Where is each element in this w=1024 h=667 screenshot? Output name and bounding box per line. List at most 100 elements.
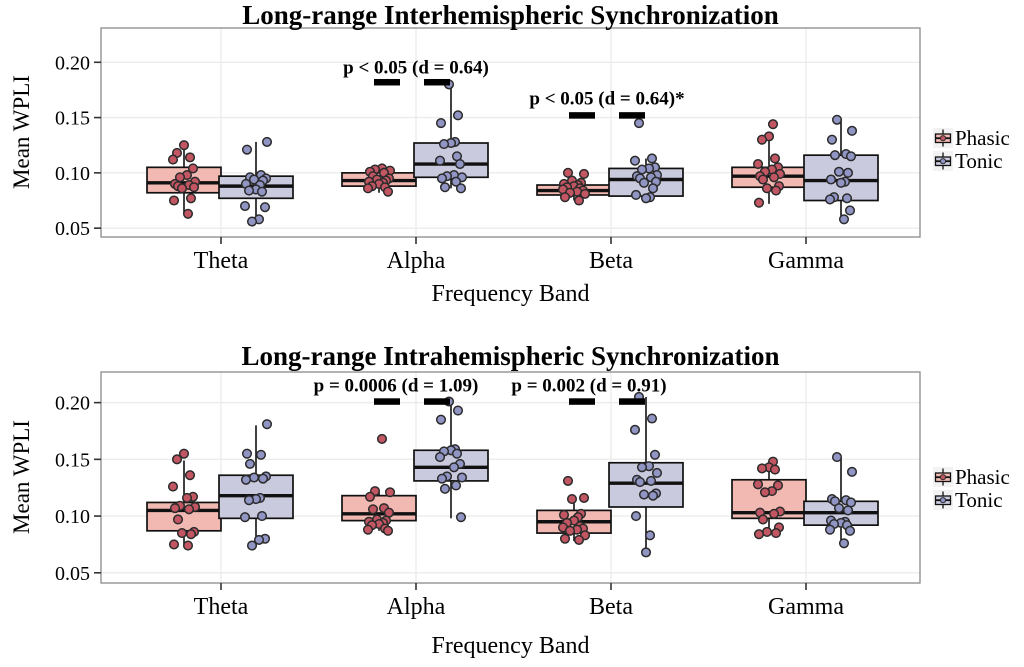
x-tick-label: Gamma bbox=[768, 248, 844, 274]
data-point-tonic bbox=[452, 110, 464, 121]
x-tick-label: Theta bbox=[194, 248, 249, 274]
significance-label: p = 0.002 (d = 0.91) bbox=[511, 375, 666, 396]
data-point-tonic bbox=[454, 158, 466, 170]
data-point-tonic bbox=[239, 200, 251, 212]
x-tick-label: Gamma bbox=[768, 594, 844, 620]
panel-border bbox=[100, 27, 921, 238]
data-point-tonic bbox=[451, 448, 463, 459]
data-point-tonic bbox=[833, 503, 845, 514]
data-point-tonic bbox=[253, 534, 265, 545]
data-point-phasic bbox=[559, 533, 571, 544]
data-point-phasic bbox=[753, 197, 765, 208]
panel-title-intrahemispheric: Long-range Intrahemispheric Synchronizat… bbox=[241, 341, 780, 371]
data-point-tonic bbox=[259, 202, 271, 213]
data-point-phasic bbox=[564, 525, 576, 536]
data-point-tonic bbox=[256, 186, 268, 197]
legend-point bbox=[939, 496, 947, 503]
data-point-phasic bbox=[176, 183, 188, 194]
legend-label: Phasic bbox=[955, 464, 1010, 489]
x-tick-label: Beta bbox=[589, 594, 633, 620]
data-point-phasic bbox=[578, 168, 590, 180]
data-point-phasic bbox=[185, 193, 197, 204]
data-point-tonic bbox=[240, 474, 252, 485]
x-tick-label: Alpha bbox=[387, 594, 446, 620]
data-point-phasic bbox=[171, 454, 183, 465]
legend-point bbox=[939, 473, 947, 480]
y-tick-label: 0.05 bbox=[55, 563, 90, 585]
y-tick-label: 0.20 bbox=[55, 393, 90, 415]
data-point-tonic bbox=[638, 177, 650, 188]
data-point-phasic bbox=[757, 514, 769, 525]
y-tick-label: 0.20 bbox=[55, 52, 90, 74]
data-point-tonic bbox=[647, 183, 659, 194]
data-point-tonic bbox=[243, 185, 255, 196]
data-point-phasic bbox=[757, 174, 769, 185]
significance-label: p < 0.05 (d = 0.64) bbox=[343, 58, 489, 79]
data-point-tonic bbox=[261, 136, 273, 147]
data-point-phasic bbox=[772, 480, 784, 491]
data-point-tonic bbox=[244, 458, 256, 469]
legend-point bbox=[939, 157, 947, 164]
legend-item-tonic: Tonic bbox=[933, 149, 1010, 172]
significance-bar bbox=[424, 398, 450, 405]
data-point-tonic bbox=[243, 495, 255, 506]
data-point-phasic bbox=[172, 514, 184, 525]
data-point-phasic bbox=[756, 463, 768, 474]
data-point-tonic bbox=[846, 466, 858, 477]
data-point-tonic bbox=[845, 151, 857, 162]
y-tick-label: 0.15 bbox=[55, 449, 90, 471]
data-point-phasic bbox=[767, 119, 779, 130]
data-point-phasic bbox=[770, 185, 782, 196]
data-point-phasic bbox=[364, 491, 376, 502]
data-point-tonic bbox=[838, 538, 850, 549]
data-point-tonic bbox=[256, 511, 268, 522]
legend-top: Phasic Tonic bbox=[933, 126, 1010, 172]
significance-label: p < 0.05 (d = 0.64)* bbox=[529, 89, 684, 110]
data-point-tonic bbox=[257, 473, 269, 484]
data-point-tonic bbox=[455, 512, 467, 523]
significance-bar bbox=[374, 78, 400, 86]
data-point-tonic bbox=[838, 214, 850, 225]
x-tick-label: Alpha bbox=[387, 248, 446, 274]
data-point-tonic bbox=[646, 153, 658, 164]
data-point-tonic bbox=[439, 182, 451, 193]
significance-bar bbox=[569, 112, 595, 119]
data-point-phasic bbox=[362, 183, 374, 194]
significance-bar bbox=[619, 398, 645, 405]
data-point-phasic bbox=[579, 188, 591, 199]
legend-item-tonic: Tonic bbox=[933, 488, 1010, 511]
data-point-phasic bbox=[752, 479, 764, 490]
data-point-tonic bbox=[829, 150, 841, 161]
data-point-tonic bbox=[638, 489, 650, 500]
data-point-tonic bbox=[633, 118, 645, 129]
data-point-phasic bbox=[768, 508, 780, 519]
panel-title-interhemispheric: Long-range Interhemispheric Synchronizat… bbox=[242, 0, 779, 30]
data-point-phasic bbox=[382, 186, 394, 197]
data-point-tonic bbox=[629, 155, 641, 166]
data-point-tonic bbox=[640, 193, 652, 204]
legend-point bbox=[939, 134, 947, 141]
data-point-tonic bbox=[246, 216, 258, 227]
y-tick-label: 0.10 bbox=[55, 506, 90, 528]
data-point-phasic bbox=[183, 504, 195, 515]
data-point-phasic bbox=[759, 487, 771, 498]
legend-bottom: Phasic Tonic bbox=[933, 465, 1010, 511]
data-point-tonic bbox=[448, 462, 460, 473]
x-axis-label-top: Frequency Band bbox=[431, 281, 590, 307]
data-point-phasic bbox=[362, 524, 374, 535]
data-point-phasic bbox=[578, 492, 590, 503]
data-point-tonic bbox=[241, 144, 253, 155]
data-point-tonic bbox=[255, 449, 267, 460]
data-point-tonic bbox=[630, 189, 642, 201]
data-point-phasic bbox=[168, 539, 180, 550]
data-point-tonic bbox=[435, 118, 447, 129]
boxplot-key-icon bbox=[933, 150, 953, 171]
data-point-tonic bbox=[438, 139, 450, 150]
significance-bar bbox=[569, 398, 595, 405]
data-point-tonic bbox=[835, 177, 847, 188]
significance-bar bbox=[619, 112, 645, 119]
